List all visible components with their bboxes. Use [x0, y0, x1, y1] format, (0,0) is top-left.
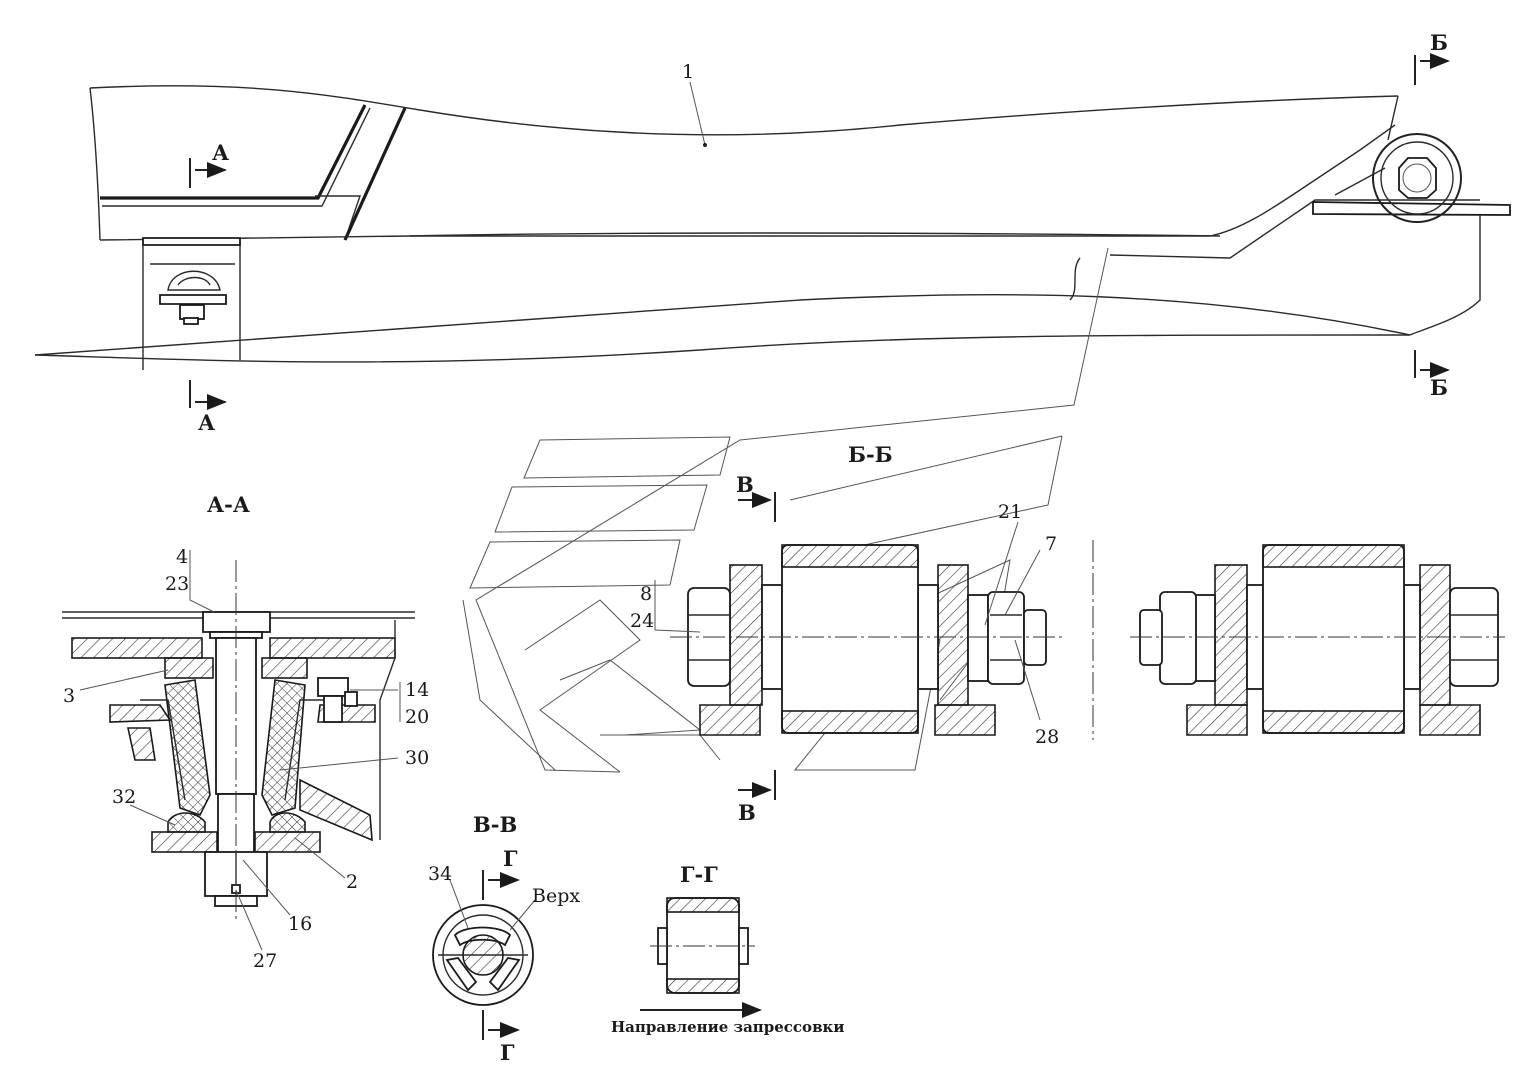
label-28: 28 — [1035, 726, 1059, 748]
mark-g-top: Г — [503, 846, 518, 871]
label-30: 30 — [405, 747, 429, 769]
label-23: 23 — [165, 573, 189, 595]
title-gg: Г-Г — [680, 862, 718, 887]
mark-v-bottom: В — [738, 800, 756, 825]
section-aa — [62, 550, 415, 951]
title-aa: А-А — [207, 492, 250, 517]
annotations: Верх Направление запрессовки — [532, 885, 844, 1036]
label-7: 7 — [1045, 533, 1057, 555]
label-4: 4 — [176, 546, 188, 568]
mark-b-top: Б — [1430, 30, 1448, 55]
label-1: 1 — [682, 61, 694, 83]
label-2: 2 — [346, 871, 358, 893]
mark-v-top: В — [736, 472, 754, 497]
section-vv — [432, 870, 536, 1040]
title-bb: Б-Б — [848, 442, 893, 467]
label-21: 21 — [998, 501, 1022, 523]
mark-a-top: А — [212, 140, 229, 165]
annotation-press-direction: Направление запрессовки — [611, 1018, 844, 1036]
annotation-top: Верх — [532, 885, 580, 907]
mark-a-bottom: А — [198, 410, 215, 435]
section-bb — [654, 492, 1505, 800]
label-14: 14 — [405, 679, 429, 701]
mark-b-bottom: Б — [1430, 375, 1448, 400]
label-16: 16 — [288, 913, 312, 935]
label-24: 24 — [630, 610, 654, 632]
title-vv: В-В — [473, 812, 517, 837]
label-34: 34 — [428, 863, 452, 885]
label-27: 27 — [253, 950, 277, 972]
label-32: 32 — [112, 786, 136, 808]
label-3: 3 — [63, 685, 75, 707]
mark-g-bottom: Г — [500, 1040, 515, 1065]
main-view — [34, 53, 1511, 410]
section-gg — [640, 897, 762, 1018]
part-labels: 1 4 23 3 14 20 30 32 2 16 27 8 24 21 7 2… — [63, 61, 1059, 972]
section-marks: А А Б Б В В Г Г — [198, 30, 1448, 1065]
label-20: 20 — [405, 706, 429, 728]
label-8: 8 — [640, 583, 652, 605]
section-titles: А-А Б-Б В-В Г-Г — [207, 442, 893, 887]
